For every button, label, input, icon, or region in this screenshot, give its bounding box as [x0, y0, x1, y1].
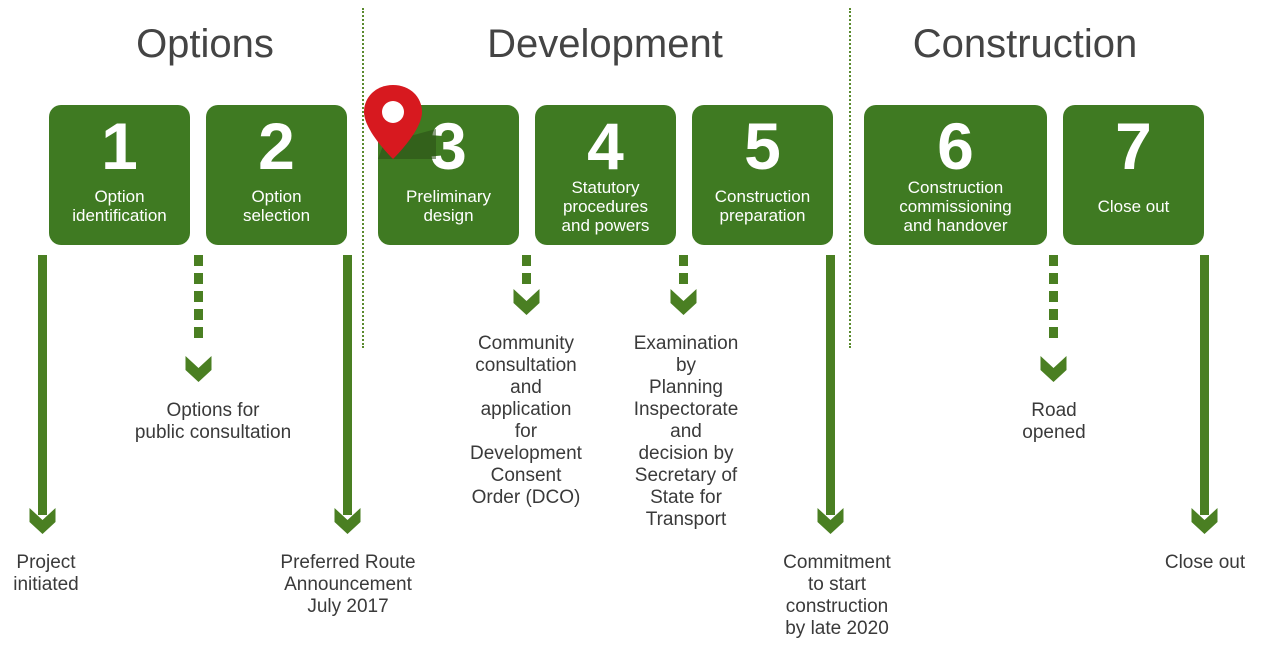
arrow-commitment	[817, 255, 844, 534]
phase-title-development: Development	[487, 22, 723, 66]
arrow-close-out	[1191, 255, 1218, 534]
arrow-community-consultation	[513, 255, 540, 315]
step-number: 6	[937, 109, 974, 183]
arrow-project-initiated	[29, 255, 56, 534]
step-box-6: 6 Construction commissioning and handove…	[864, 105, 1047, 245]
step-number: 1	[101, 109, 138, 183]
step-box-4: 4 Statutory procedures and powers	[535, 105, 676, 245]
step-label: Option identification	[72, 187, 167, 225]
step-number: 4	[587, 109, 624, 183]
step-number: 2	[258, 109, 295, 183]
step-label: Statutory procedures and powers	[561, 177, 650, 235]
step-label: Option selection	[242, 187, 311, 225]
arrow-road-opened	[1040, 255, 1067, 382]
arrow-options-consultation	[185, 255, 212, 382]
step-number: 5	[744, 109, 781, 183]
arrow-preferred-route	[334, 255, 361, 534]
milestone-preferred-route: Preferred Route Announcement July 2017	[280, 552, 416, 617]
milestone-community-consultation: Community consultation and application f…	[470, 333, 582, 508]
step-number: 3	[430, 109, 467, 183]
step-number: 7	[1115, 109, 1152, 183]
milestone-commitment: Commitment to start construction by late…	[783, 552, 891, 639]
milestone-options-consultation: Options for public consultation	[134, 400, 292, 443]
phase-separator-development-construction	[849, 8, 851, 348]
phase-title-options: Options	[136, 22, 274, 66]
step-label: Close out	[1097, 196, 1170, 216]
step-box-5: 5 Construction preparation	[692, 105, 833, 245]
step-box-1: 1 Option identification	[49, 105, 190, 245]
milestone-road-opened: Road opened	[1022, 400, 1086, 443]
milestone-project-initiated: Project initiated	[13, 552, 79, 595]
step-label: Preliminary design	[405, 187, 492, 225]
step-box-7: 7 Close out	[1063, 105, 1204, 245]
milestone-close-out: Close out	[1164, 552, 1246, 573]
step-box-2: 2 Option selection	[206, 105, 347, 245]
arrow-examination	[670, 255, 697, 315]
phase-title-construction: Construction	[912, 22, 1138, 66]
phase-separator-options-development	[362, 8, 364, 348]
map-pin-icon	[364, 85, 436, 159]
step-label: Construction preparation	[714, 187, 811, 225]
milestone-examination: Examination by Planning Inspectorate and…	[633, 333, 739, 530]
